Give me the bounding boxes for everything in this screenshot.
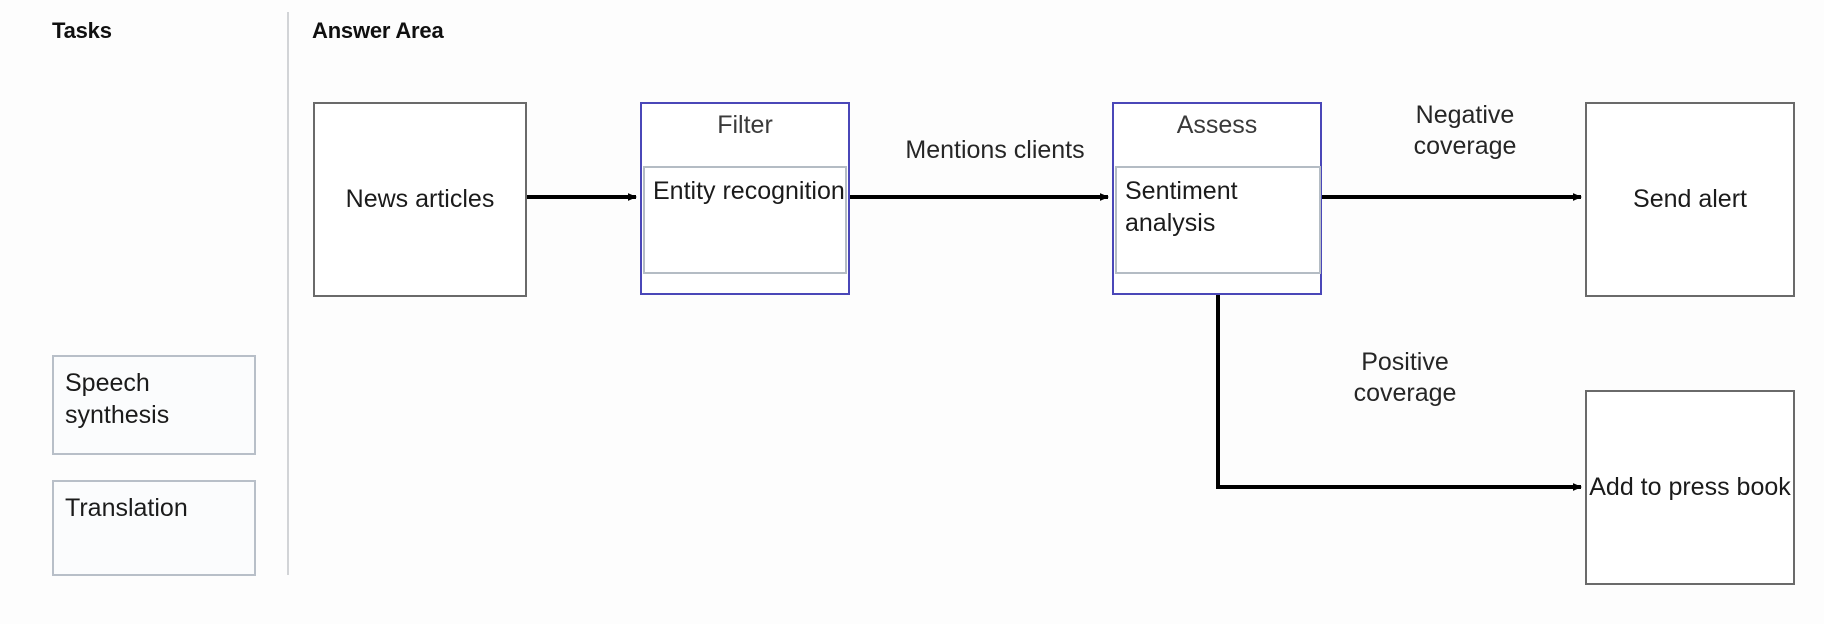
edge-label-positive-coverage: Positive coverage: [1353, 348, 1457, 407]
dropzone-filter-slot-entity-recognition[interactable]: Entity recognition: [643, 166, 847, 274]
tasks-panel-heading: Tasks: [52, 18, 112, 43]
flow-node-news-articles: News articles: [313, 102, 527, 297]
edge-label-negative-coverage: Negative coverage: [1413, 101, 1517, 160]
task-tile-translation[interactable]: Translation: [52, 480, 256, 576]
dropzone-assess-title: Assess: [1176, 111, 1258, 139]
dropzone-assess-slot-sentiment-analysis[interactable]: Sentiment analysis: [1115, 166, 1321, 274]
dropzone-filter-title: Filter: [717, 111, 773, 139]
answer-area-heading: Answer Area: [312, 18, 444, 43]
dropzone-filter[interactable]: Filter Entity recognition: [640, 102, 850, 295]
edge-label-mentions-clients: Mentions clients: [905, 136, 1085, 164]
flow-node-send-alert: Send alert: [1585, 102, 1795, 297]
panel-divider: [287, 12, 289, 575]
flow-node-add-to-press-book: Add to press book: [1585, 390, 1795, 585]
task-tile-speech-synthesis[interactable]: Speech synthesis: [52, 355, 256, 455]
dropzone-assess[interactable]: Assess Sentiment analysis: [1112, 102, 1322, 295]
